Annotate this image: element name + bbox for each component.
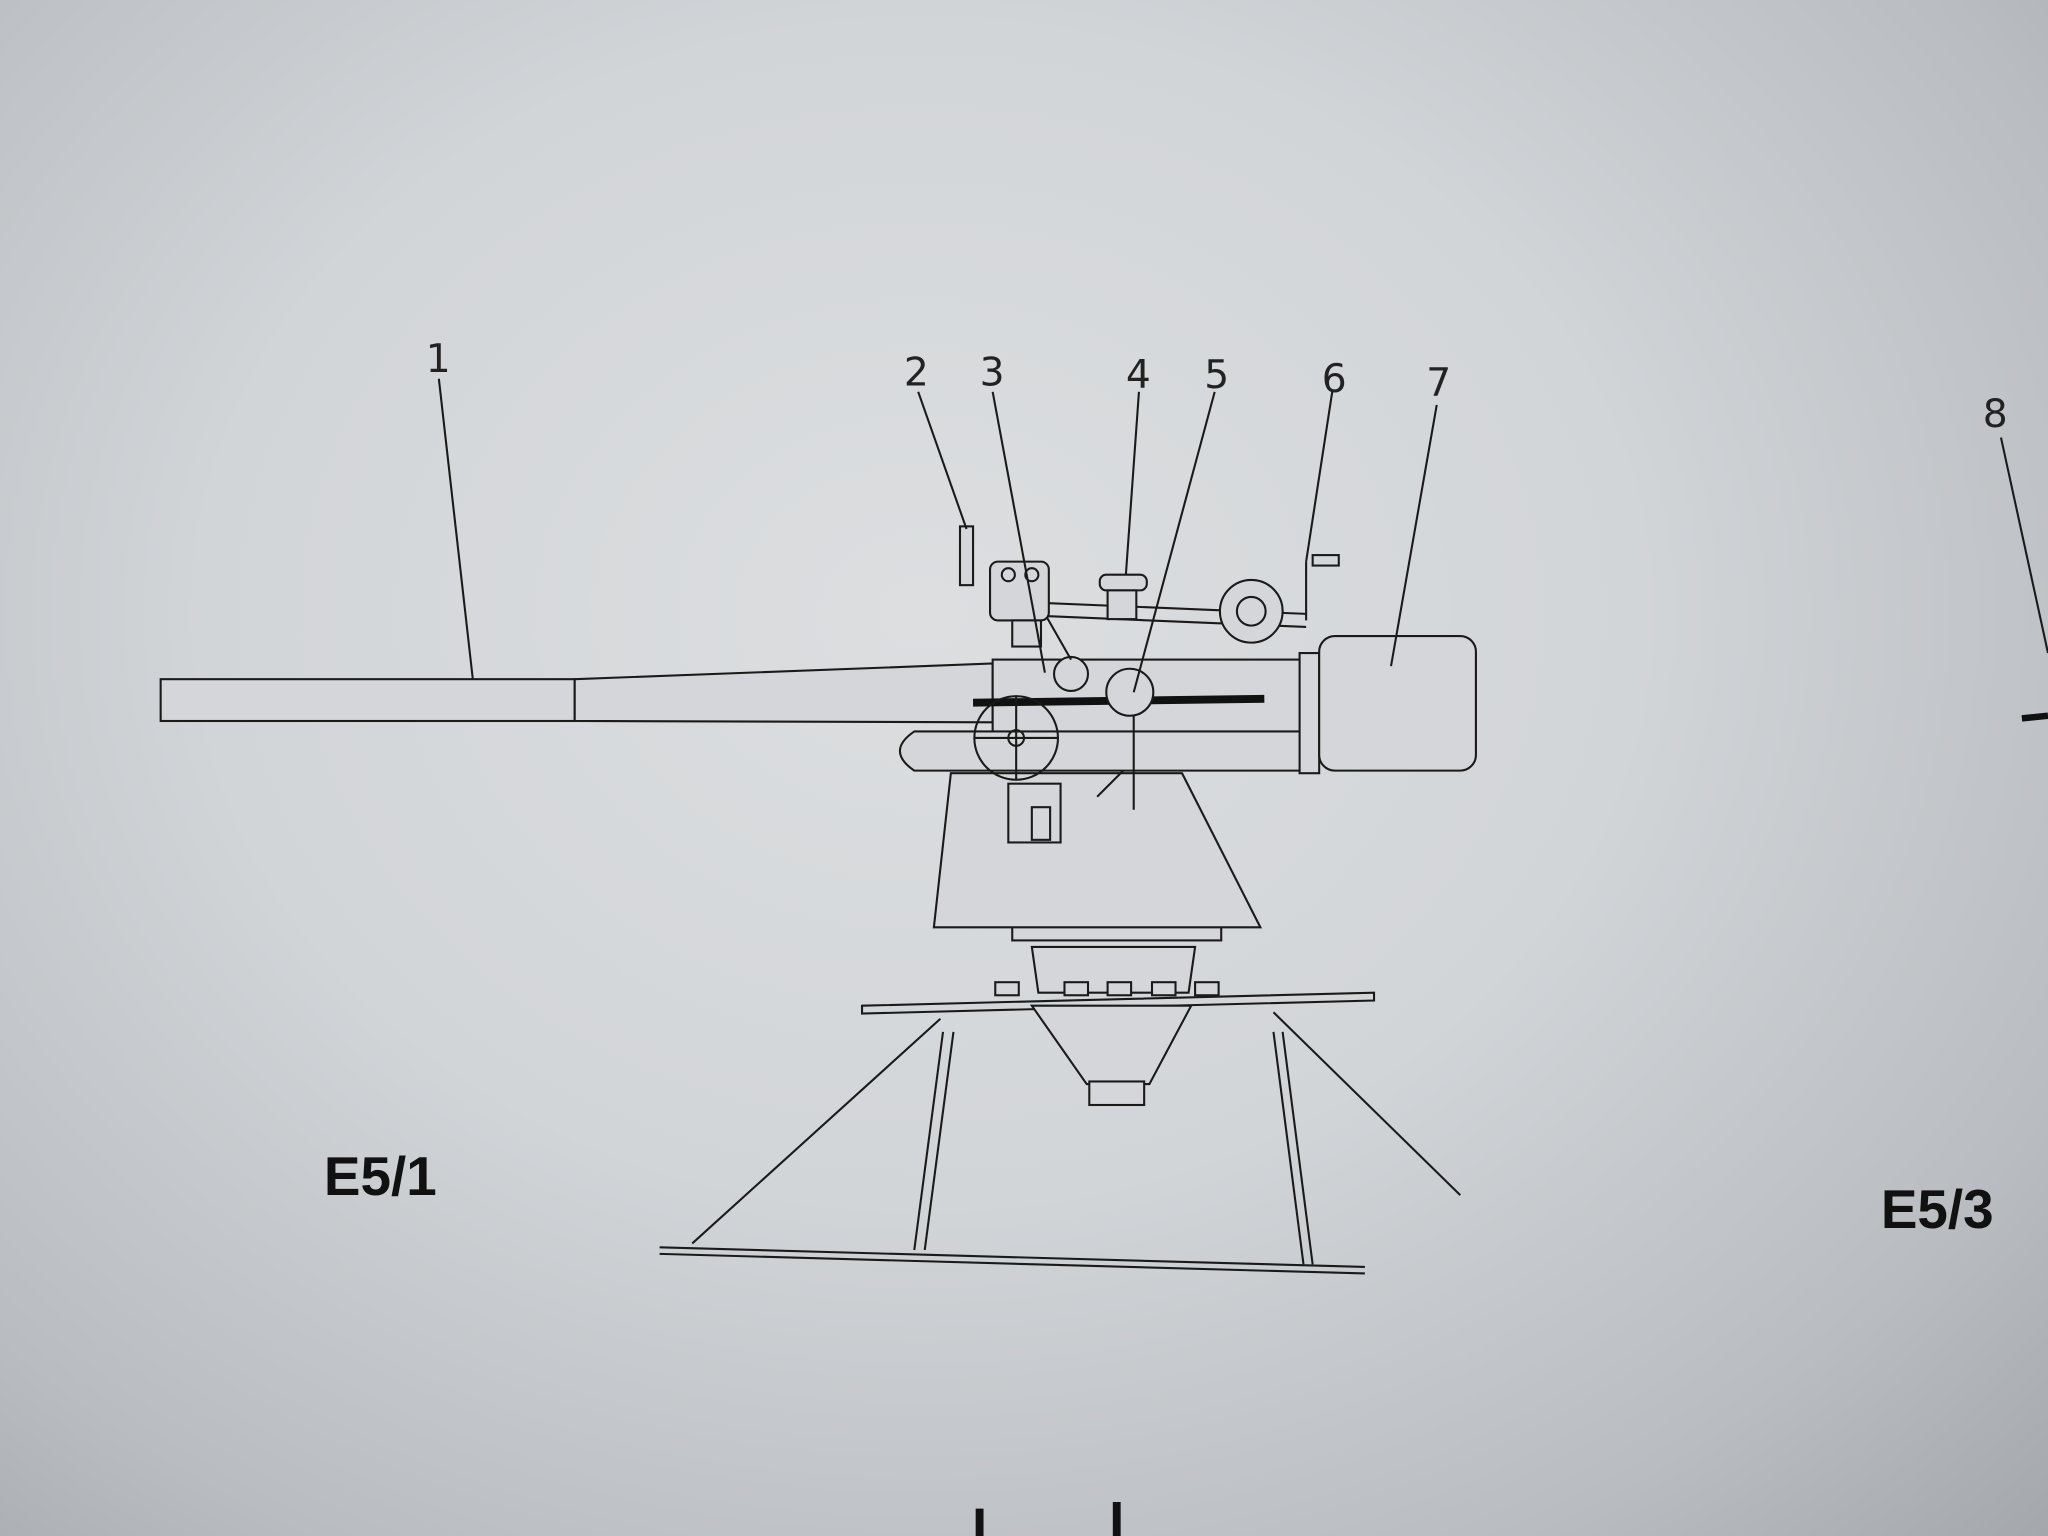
deck-mount bbox=[659, 897, 1461, 1275]
callout-6: 6 bbox=[1322, 357, 1347, 402]
callout-5: 5 bbox=[1204, 353, 1229, 398]
sight-assembly bbox=[958, 525, 1340, 661]
callout-8: 8 bbox=[1983, 392, 2008, 437]
handwheel bbox=[973, 695, 1060, 781]
page-marks bbox=[975, 1502, 1121, 1536]
breech-block bbox=[1318, 635, 1477, 772]
callout-4: 4 bbox=[1126, 353, 1151, 398]
callout-7: 7 bbox=[1426, 361, 1451, 406]
barrel bbox=[159, 662, 994, 724]
figure-label-right: E5/3 bbox=[1881, 1178, 1994, 1240]
figure-label-left: E5/1 bbox=[324, 1145, 437, 1207]
recoil-cylinder bbox=[898, 730, 1308, 772]
gun-drawing bbox=[159, 525, 1477, 1275]
callout-2: 2 bbox=[904, 350, 929, 395]
bolt-row bbox=[994, 981, 1220, 997]
callout-1: 1 bbox=[426, 337, 451, 382]
callout-3: 3 bbox=[980, 350, 1005, 395]
callout-leaders bbox=[437, 378, 2048, 722]
